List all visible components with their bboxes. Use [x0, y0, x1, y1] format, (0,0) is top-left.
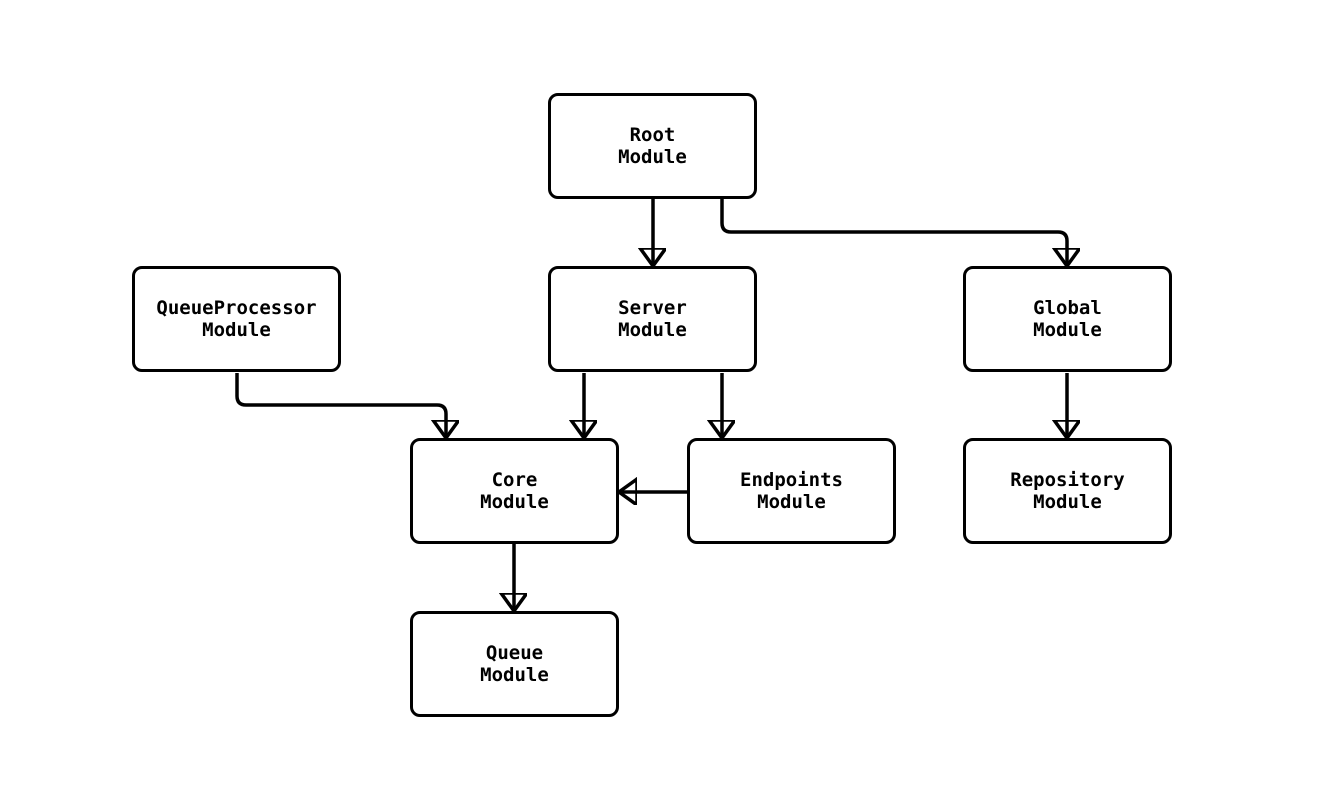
node-queue-module-label: Queue Module — [480, 642, 549, 686]
node-repository-module: Repository Module — [963, 438, 1172, 544]
edge-queueprocessor-to-core — [235, 373, 446, 438]
node-queueprocessor-module-label: QueueProcessor Module — [156, 297, 317, 341]
node-server-module: Server Module — [548, 266, 757, 372]
edge-root-to-global — [720, 199, 1067, 266]
node-root-module: Root Module — [548, 93, 757, 199]
node-global-module-label: Global Module — [1033, 297, 1102, 341]
node-core-module: Core Module — [410, 438, 619, 544]
node-queueprocessor-module: QueueProcessor Module — [132, 266, 341, 372]
node-endpoints-module: Endpoints Module — [687, 438, 896, 544]
node-root-module-label: Root Module — [618, 124, 687, 168]
node-endpoints-module-label: Endpoints Module — [740, 469, 843, 513]
node-server-module-label: Server Module — [618, 297, 687, 341]
node-queue-module: Queue Module — [410, 611, 619, 717]
node-global-module: Global Module — [963, 266, 1172, 372]
node-repository-module-label: Repository Module — [1010, 469, 1125, 513]
node-core-module-label: Core Module — [480, 469, 549, 513]
